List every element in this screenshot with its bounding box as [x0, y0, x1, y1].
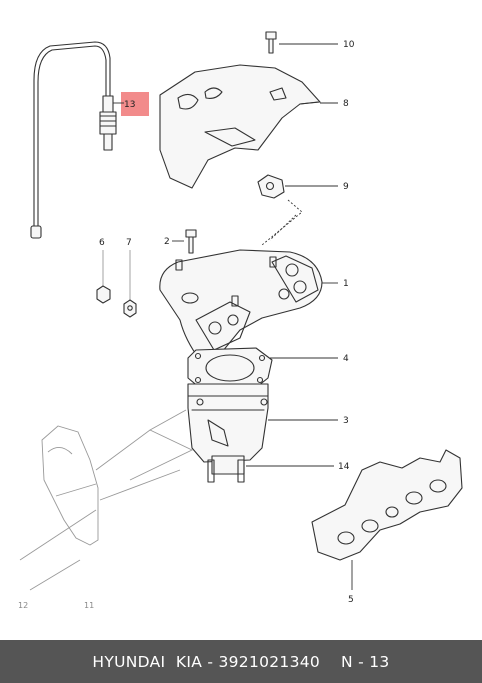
- reference-code: N - 13: [341, 652, 390, 671]
- callout-2: 2: [164, 237, 170, 247]
- catalytic-converter: [187, 383, 269, 483]
- exploded-parts-diagram: 13 10 8 9 6 7 2: [18, 31, 463, 610]
- callout-1: 1: [343, 279, 349, 289]
- manifold-gasket-5: [311, 449, 463, 561]
- nut-9: [257, 174, 285, 199]
- callout-13: 13: [124, 100, 135, 110]
- bolt-10: [265, 31, 277, 54]
- callout-14: 14: [338, 462, 350, 472]
- nut-7: [123, 299, 137, 318]
- stud-6: [96, 285, 111, 304]
- callout-10: 10: [343, 40, 355, 50]
- heat-shield: [159, 64, 321, 189]
- oxygen-sensor: [30, 41, 117, 239]
- callout-9: 9: [343, 182, 349, 192]
- background-parts: [19, 409, 194, 591]
- callout-12: 12: [18, 601, 28, 610]
- part-number-footer: HYUNDAI KIA - 3921021340 N - 13: [0, 640, 482, 683]
- callout-3: 3: [343, 416, 349, 426]
- bolt-2: [185, 229, 197, 254]
- callout-7: 7: [126, 238, 132, 248]
- exhaust-manifold: [159, 249, 323, 361]
- callout-5: 5: [348, 595, 354, 605]
- callout-4: 4: [343, 354, 349, 364]
- brand-part-number: HYUNDAI KIA - 3921021340: [92, 652, 321, 671]
- highlight-13: [121, 92, 149, 116]
- gasket-4: [187, 347, 273, 389]
- callout-8: 8: [343, 99, 349, 109]
- callout-11: 11: [84, 601, 94, 610]
- callout-6: 6: [99, 238, 105, 248]
